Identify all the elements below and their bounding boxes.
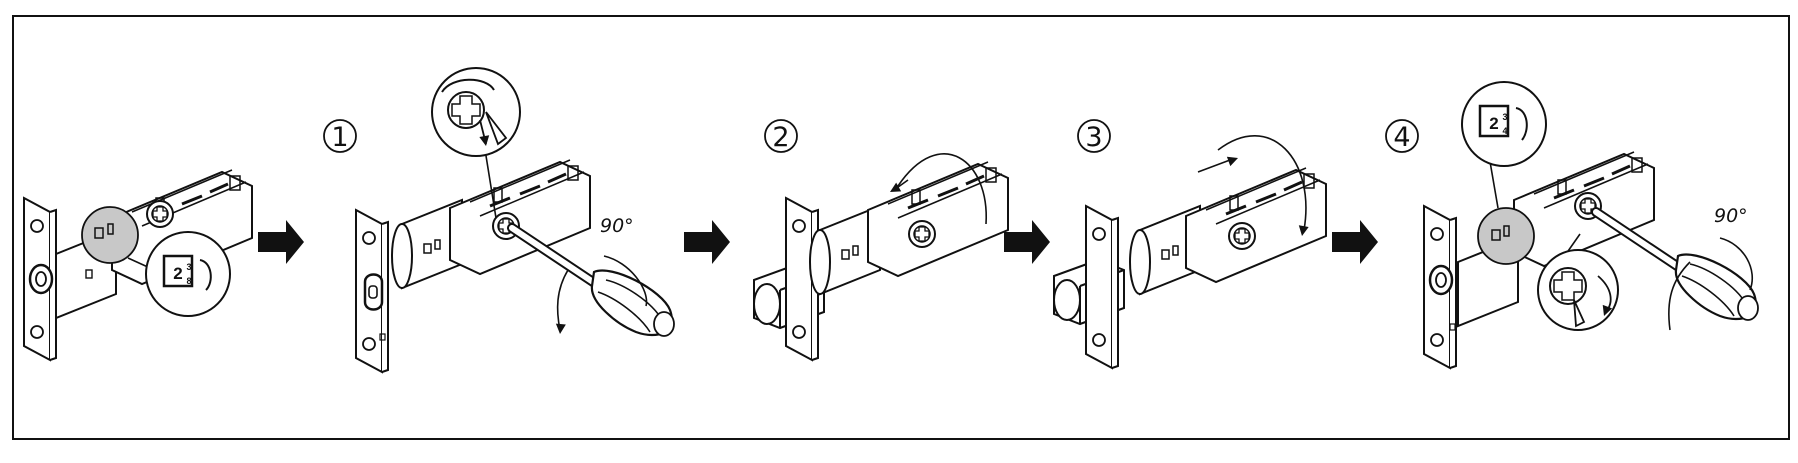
backset-callout: 2 3 8 [145, 231, 231, 317]
screwdriver [512, 228, 674, 336]
step-arrow [258, 220, 304, 264]
step-4-angle: 90° [1714, 205, 1748, 227]
step-1-number: 1 [331, 122, 348, 153]
step-arrow [1332, 220, 1378, 264]
backset-frac-den: 8 [186, 276, 191, 286]
backset-frac-num: 3 [186, 262, 191, 272]
step-1-zoom-callout [431, 67, 521, 157]
step-3-number: 3 [1085, 122, 1102, 153]
step-arrow [684, 220, 730, 264]
step-arrow [1004, 220, 1050, 264]
step-0-latch: 2 3 8 [23, 168, 254, 361]
step-1-marker [323, 119, 357, 153]
step-2-latch: 2 [753, 119, 1010, 361]
step-3-latch: 3 [1053, 119, 1328, 369]
step-1-angle: 90° [600, 215, 634, 237]
step-2-marker [764, 119, 798, 153]
step-4-zoom-callout [1537, 249, 1619, 331]
step-4-number: 4 [1393, 122, 1410, 153]
backset-whole: 2 [1489, 114, 1498, 133]
backset-callout: 2 3 4 [1461, 81, 1547, 167]
backset-whole: 2 [173, 264, 182, 283]
step-2-number: 2 [772, 122, 789, 153]
backset-highlight [81, 206, 139, 264]
faceplate [1423, 205, 1457, 369]
step-4-marker [1385, 119, 1419, 153]
diagram-frame [12, 15, 1790, 440]
step-4-latch: 4 2 3 4 90° [1385, 81, 1758, 369]
screwdriver [1596, 212, 1758, 320]
step-1-latch: 1 90° [323, 67, 674, 373]
backset-frac-den: 4 [1502, 126, 1507, 136]
step-3-marker [1077, 119, 1111, 153]
faceplate [23, 197, 57, 361]
backset-frac-num: 3 [1502, 112, 1507, 122]
